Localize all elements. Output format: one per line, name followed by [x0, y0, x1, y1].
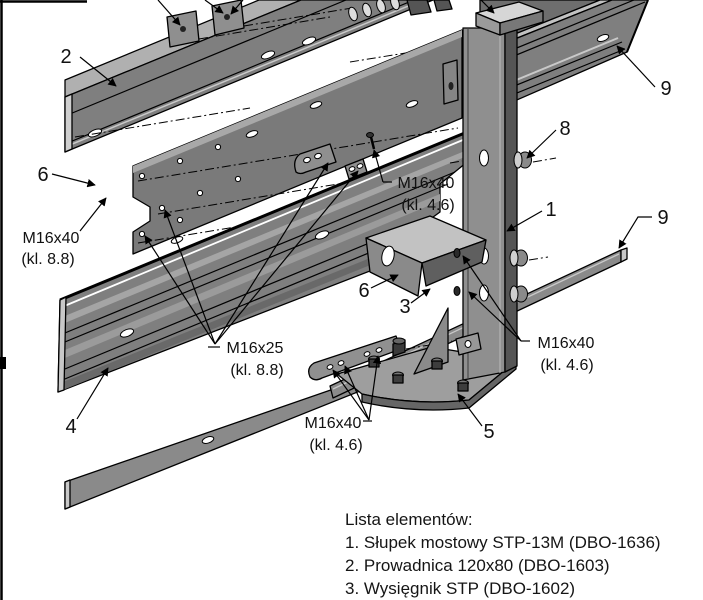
washer-plates-top — [74, 0, 353, 138]
spacer-bushings-8 — [509, 151, 557, 303]
callout-upper-left-grade: (kl. 8.8) — [21, 251, 74, 268]
washer-plate-mid — [455, 332, 482, 356]
leader-lines — [51, 45, 656, 427]
parts-list-item: 2. Prowadnica 120x80 (DBO-1603) — [345, 556, 610, 575]
callout-splice-grade: (kl. 8.8) — [230, 362, 283, 379]
arm-bracket-3 — [365, 215, 487, 297]
callout-right-size: M16x40 — [538, 335, 595, 352]
post-cap — [475, 0, 544, 36]
label-flat-bar-upper: 9 — [660, 78, 671, 100]
label-washer-upper: 6 — [37, 164, 48, 186]
label-anchor-base: 5 — [483, 421, 494, 443]
callout-upper-left-size: M16x40 — [23, 230, 80, 247]
item-labels: 2 6 4 9 8 1 9 6 3 5 — [37, 46, 671, 443]
drawing-frame — [0, 0, 87, 600]
bushing — [509, 285, 528, 303]
parts-list-item: 1. Słupek mostowy STP-13M (DBO-1636) — [345, 533, 661, 552]
callout-splice-size: M16x25 — [227, 340, 284, 357]
anchor-bolt — [457, 379, 469, 392]
label-guide-beam: 4 — [65, 416, 76, 438]
bridge-post-1 — [449, 23, 518, 381]
bushing — [513, 151, 532, 169]
upper-tab — [442, 59, 459, 105]
washer-stack-top — [348, 0, 453, 22]
guide-beam-4 — [57, 128, 473, 393]
parts-list-heading: Lista elementów: — [345, 510, 473, 529]
callout-base-size: M16x40 — [305, 415, 362, 432]
label-post: 1 — [545, 199, 556, 221]
anchor-bolt — [431, 357, 443, 370]
callout-center-size: M16x40 — [398, 175, 455, 192]
callout-right-grade: (kl. 4.6) — [540, 357, 593, 374]
label-spacer: 8 — [559, 118, 570, 140]
rear-beam-section — [132, 29, 463, 255]
parts-list: Lista elementów: 1. Słupek mostowy STP-1… — [345, 508, 661, 600]
label-arm-bracket: 3 — [399, 296, 410, 318]
bolt-callouts: M16x40 (kl. 8.8) M16x25 (kl. 8.8) M16x40… — [21, 175, 594, 454]
callout-base-grade: (kl. 4.6) — [309, 437, 362, 454]
label-washer-mid: 6 — [358, 280, 369, 302]
bushing — [509, 249, 528, 267]
callout-center-grade: (kl. 4.6) — [401, 197, 454, 214]
parts-list-item: 3. Wysięgnik STP (DBO-1602) — [345, 579, 576, 598]
label-rail: 2 — [60, 46, 71, 68]
label-flat-bar-lower: 9 — [657, 207, 668, 229]
anchor-bolt — [392, 371, 404, 384]
